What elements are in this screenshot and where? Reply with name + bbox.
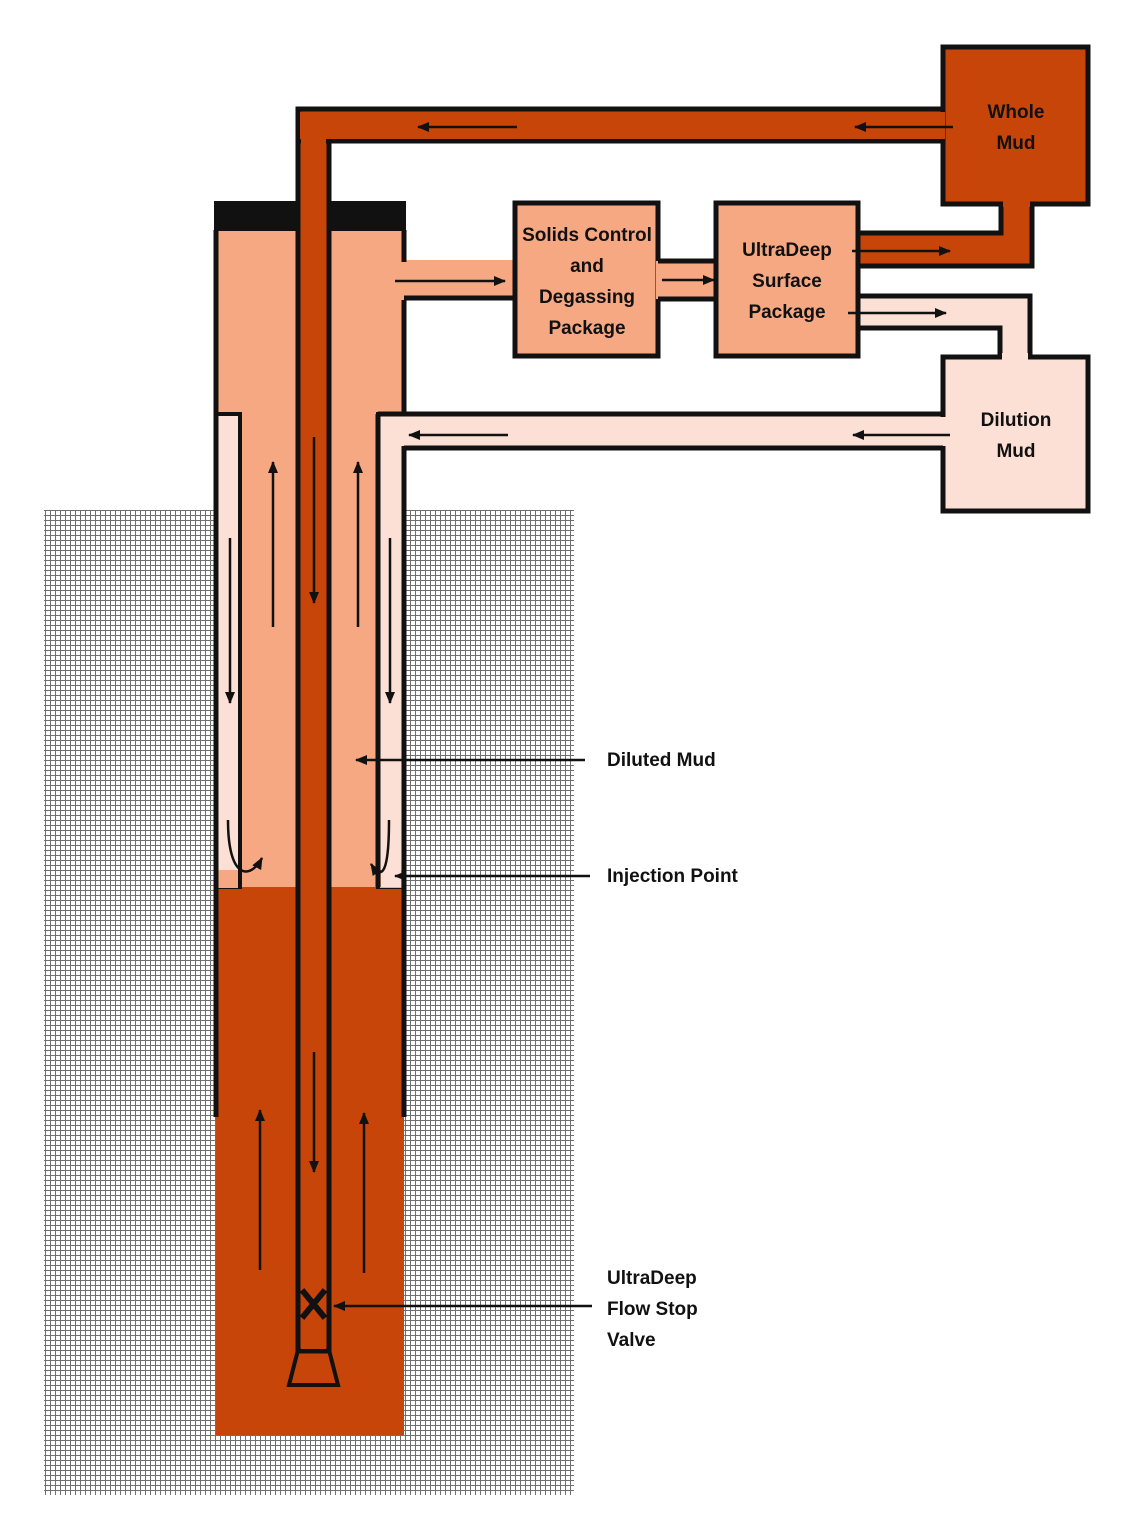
callout-injection-point: Injection Point <box>607 866 739 887</box>
whole-mud-junction <box>1003 199 1030 207</box>
callout-valve-2: Flow Stop <box>607 1299 698 1320</box>
solids-control-box <box>512 200 661 359</box>
ultradeep-to-whole-mud-line <box>855 199 1035 269</box>
solids-control-label-2: and <box>570 256 604 277</box>
drill-bit <box>286 1348 341 1387</box>
wellhead-cap-right <box>329 201 406 231</box>
whole-mud-box <box>940 44 1091 207</box>
wellhead-cap-left <box>214 201 298 231</box>
supply-top-fill <box>300 112 945 139</box>
whole-mud-label-1: Whole <box>988 102 1045 123</box>
dilution-mud-junction <box>1002 353 1028 361</box>
callout-valve-1: UltraDeep <box>607 1268 697 1289</box>
callout-diluted-mud: Diluted Mud <box>607 750 716 771</box>
supply-top-over <box>295 106 943 1350</box>
dilution-mud-label-1: Dilution <box>981 410 1052 431</box>
valve-over <box>299 1288 328 1320</box>
formation-right <box>404 510 574 1495</box>
arrow-injection-curve-right <box>369 819 391 876</box>
dilution-supply-walls <box>375 411 943 1117</box>
dilution-supply-fill <box>381 417 946 446</box>
callout-valve-3: Valve <box>607 1330 656 1351</box>
ultradeep-surface-label-1: UltraDeep <box>742 240 832 261</box>
dilution-mud-label-2: Mud <box>996 441 1035 462</box>
solids-control-label-4: Package <box>548 318 625 339</box>
ultradeep-surface-label-3: Package <box>748 302 825 323</box>
dilution-mud-box <box>940 354 1091 514</box>
ultradeep-surface-label-2: Surface <box>752 271 822 292</box>
arrow-injection-curve-left <box>226 819 264 873</box>
boost-line-left <box>214 412 242 889</box>
return-line <box>402 260 517 298</box>
ultradeep-to-dilution-line <box>855 293 1033 363</box>
flow-arrows <box>225 122 953 1311</box>
solids-control-label-3: Degassing <box>539 287 635 308</box>
boost-injection-left <box>218 870 238 888</box>
solids-to-ultradeep-walls <box>658 258 716 302</box>
formation-bottom <box>216 1435 404 1495</box>
solids-control-label-1: Solids Control <box>522 225 652 246</box>
ultradeep-surface-box <box>713 200 861 359</box>
whole-mud-label-2: Mud <box>996 133 1035 154</box>
formation-left <box>44 510 216 1495</box>
